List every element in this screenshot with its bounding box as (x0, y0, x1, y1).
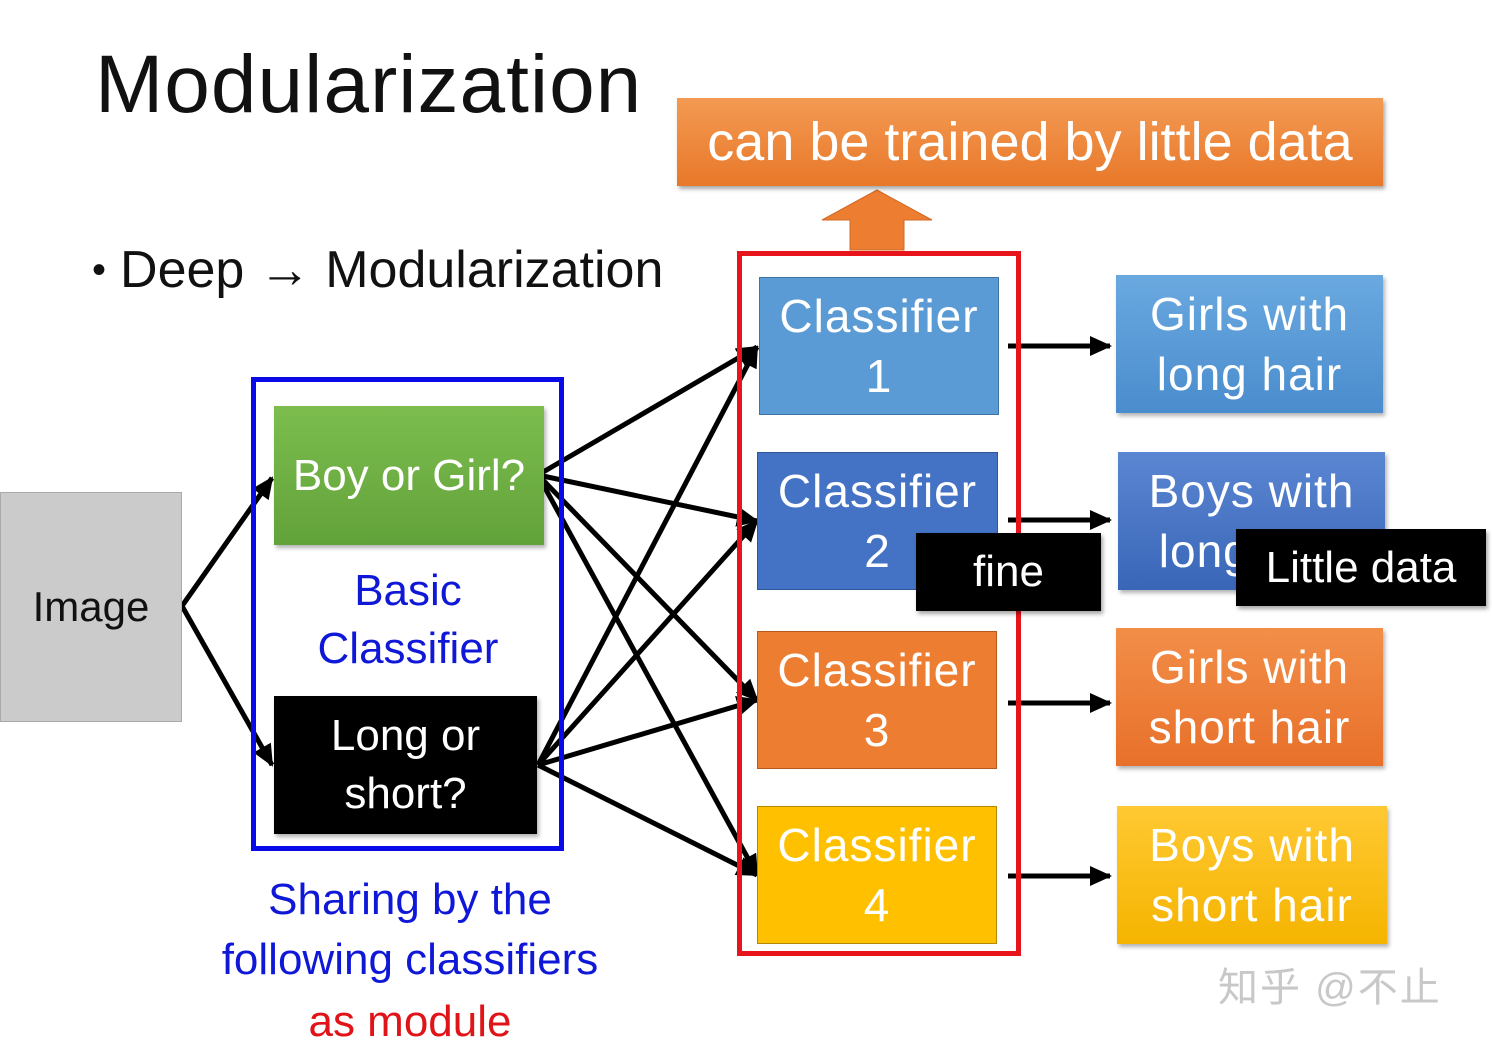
basic-classifier-frame (251, 377, 564, 851)
page-title: Modularization (95, 39, 643, 130)
fine-callout: fine (916, 533, 1101, 611)
arrow-image-to-boy-girl (179, 476, 275, 608)
classifier-1: Classifier 1 (759, 277, 999, 415)
result-boys-short-hair: Boys with short hair (1117, 806, 1387, 944)
arrow-bg-to-c2 (537, 472, 759, 527)
bullet-dot-icon: • (92, 248, 107, 292)
arrow-ls-to-c4 (536, 762, 759, 878)
trained-by-little-data-banner: can be trained by little data (677, 98, 1383, 186)
up-arrow (821, 189, 933, 251)
arrow-ls-to-c2 (536, 519, 759, 767)
arrow-image-to-long-short (179, 604, 275, 767)
little-data-callout: Little data (1236, 529, 1486, 606)
boy-or-girl-classifier: Boy or Girl? (274, 406, 544, 545)
watermark: 知乎 @不止 (1218, 966, 1442, 1010)
basic-classifier-caption: Basic Classifier (317, 566, 499, 673)
arrow-bg-to-c4 (535, 473, 760, 877)
classifier-3: Classifier 3 (757, 631, 997, 769)
bullet-point: • Deep → Modularization (92, 240, 663, 300)
arrow-ls-to-c3 (537, 696, 759, 768)
long-or-short-classifier: Long or short? (274, 696, 537, 834)
result-girls-short-hair: Girls with short hair (1116, 628, 1383, 766)
as-module-note: as module (308, 997, 512, 1046)
bullet-text: Deep → Modularization (120, 241, 664, 299)
arrow-ls-to-c1 (535, 345, 760, 767)
arrow-bg-to-c1 (536, 344, 759, 478)
image-input-box: Image (0, 492, 182, 722)
result-girls-long-hair: Girls with long hair (1116, 275, 1383, 413)
arrow-bg-to-c3 (536, 473, 759, 702)
sharing-note: Sharing by the following classifiers (221, 875, 599, 984)
classifier-4: Classifier 4 (757, 806, 997, 944)
